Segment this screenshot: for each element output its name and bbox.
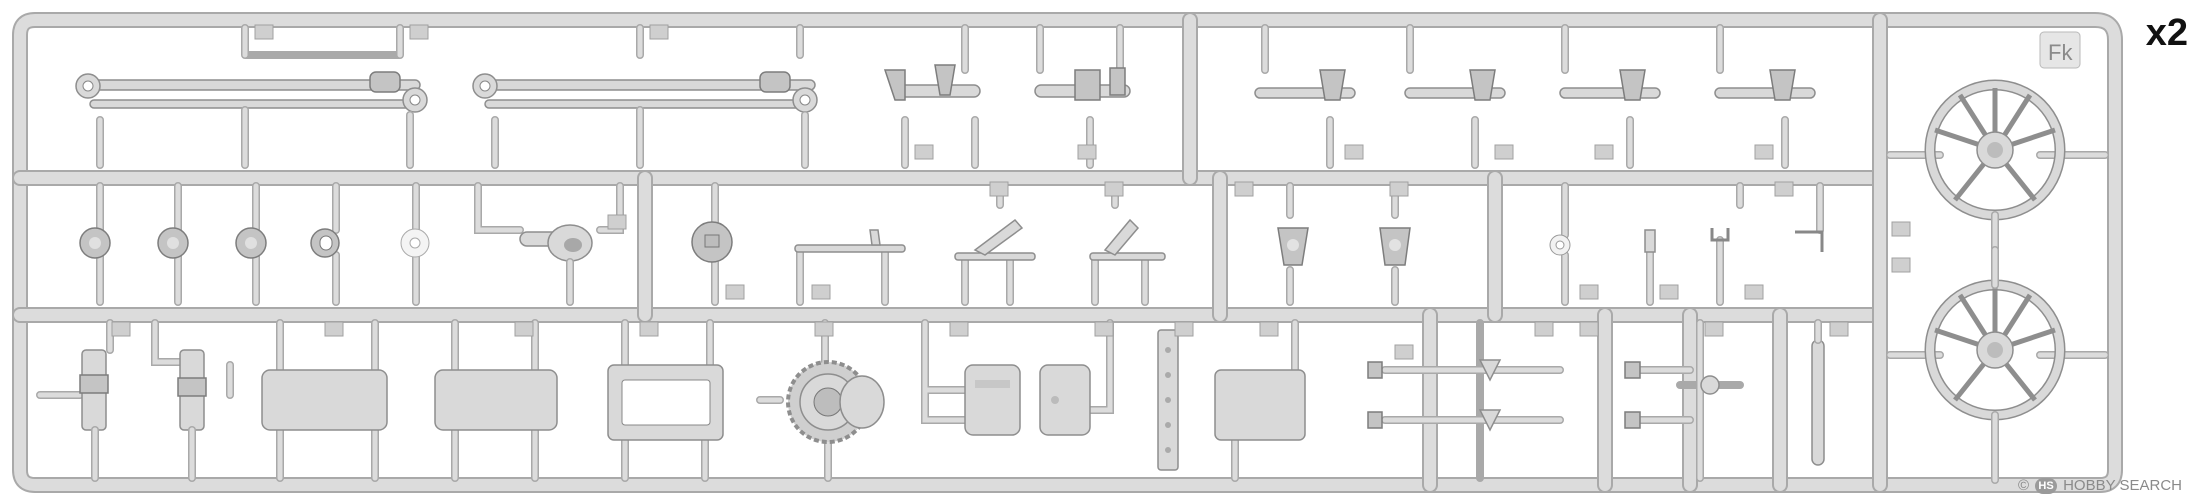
lever-arm-part xyxy=(474,182,627,306)
housing-parts xyxy=(921,319,1114,436)
pipe-cross-part xyxy=(1676,319,1744,482)
hobby-search-logo-icon: HS xyxy=(2035,477,2058,494)
pedal-parts xyxy=(794,181,1166,306)
bracket-parts-row1 xyxy=(883,24,1816,169)
frame-panel-part xyxy=(607,319,724,482)
small-fittings-parts xyxy=(1549,181,1824,306)
valve-parts xyxy=(1367,319,1694,482)
watermark-text: HOBBY SEARCH xyxy=(2063,477,2182,494)
tie-rod-part-b xyxy=(472,24,818,169)
disc-part xyxy=(691,182,745,306)
rod-part xyxy=(1811,319,1849,466)
tie-rod-part-a xyxy=(75,24,429,169)
watermark: © HS HOBBY SEARCH xyxy=(2018,477,2182,494)
copyright-symbol: © xyxy=(2018,477,2030,494)
cylinder-parts xyxy=(36,319,234,482)
gear-part xyxy=(756,319,885,482)
inner-runners xyxy=(12,12,1888,493)
ladder-strip-part xyxy=(1157,321,1194,471)
cover-plate-part xyxy=(1214,319,1306,482)
steering-wheel-part-upper xyxy=(1886,79,2109,252)
sprue-letter: Fk xyxy=(2048,40,2073,65)
mount-bracket-parts xyxy=(1234,181,1411,306)
steering-wheel-part-lower xyxy=(1886,221,2109,484)
outer-frame xyxy=(12,12,2123,493)
round-knob-parts xyxy=(79,182,430,306)
plate-parts xyxy=(261,319,558,482)
sprue-letter-tag: Fk xyxy=(2039,31,2081,69)
quantity-label: x2 xyxy=(2145,12,2188,54)
